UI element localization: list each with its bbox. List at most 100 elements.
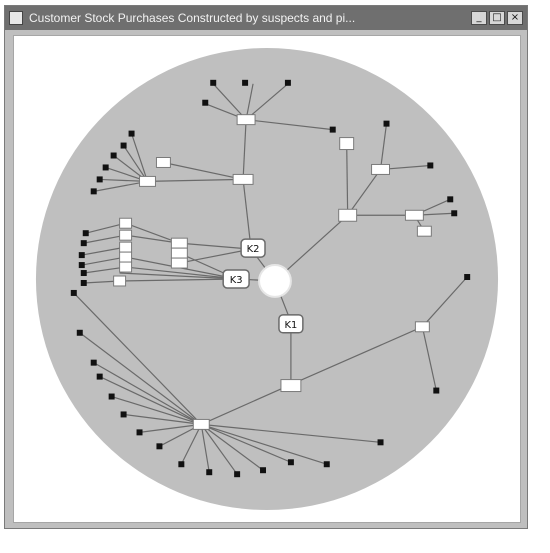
minimize-button[interactable]: _	[471, 11, 487, 25]
node[interactable]	[120, 142, 127, 149]
node[interactable]	[90, 359, 97, 366]
node[interactable]	[119, 261, 133, 273]
node[interactable]	[120, 411, 127, 418]
node[interactable]	[371, 163, 390, 175]
app-window: Customer Stock Purchases Constructed by …	[4, 5, 528, 529]
edge	[201, 423, 381, 443]
node[interactable]	[113, 275, 127, 287]
node[interactable]	[414, 321, 430, 333]
node[interactable]	[170, 237, 188, 249]
node[interactable]	[136, 429, 143, 436]
edge	[125, 266, 238, 280]
node[interactable]	[242, 79, 249, 86]
edge	[201, 423, 327, 465]
node[interactable]	[416, 225, 432, 237]
node[interactable]	[339, 137, 355, 151]
node[interactable]	[433, 387, 440, 394]
graph-canvas[interactable]: K2 K3 K1	[13, 35, 521, 523]
node[interactable]	[80, 240, 87, 247]
node[interactable]	[80, 279, 87, 286]
node[interactable]	[287, 459, 294, 466]
node[interactable]	[338, 208, 358, 222]
node[interactable]	[170, 247, 188, 259]
hub-node[interactable]	[258, 264, 292, 298]
node[interactable]	[206, 469, 213, 476]
edge	[245, 83, 289, 121]
edge	[179, 248, 252, 264]
edge	[421, 276, 468, 328]
node[interactable]	[260, 467, 267, 474]
node[interactable]	[427, 162, 434, 169]
node[interactable]	[70, 289, 77, 296]
network-graph[interactable]: K2 K3 K1	[14, 36, 520, 522]
node[interactable]	[280, 379, 302, 393]
node[interactable]	[383, 120, 390, 127]
node[interactable]	[128, 130, 135, 137]
node[interactable]	[404, 209, 424, 221]
node[interactable]	[102, 164, 109, 171]
nodes[interactable]: K2 K3 K1	[70, 79, 471, 478]
node-k1[interactable]: K1	[278, 314, 304, 334]
edge	[212, 83, 247, 121]
node[interactable]	[234, 471, 241, 478]
node[interactable]	[178, 461, 185, 468]
edge	[119, 278, 238, 282]
edge	[111, 395, 202, 425]
node[interactable]	[119, 251, 133, 263]
node[interactable]	[80, 270, 87, 277]
node[interactable]	[78, 262, 85, 269]
maximize-button[interactable]: □	[489, 11, 505, 25]
node[interactable]	[156, 443, 163, 450]
edges	[73, 83, 468, 475]
edge	[125, 234, 180, 244]
node[interactable]	[329, 126, 336, 133]
close-button[interactable]: ×	[507, 11, 523, 25]
node-k3[interactable]: K3	[222, 269, 250, 289]
node[interactable]	[108, 393, 115, 400]
edge	[93, 180, 148, 192]
node[interactable]	[82, 230, 89, 237]
node[interactable]	[139, 175, 156, 187]
node[interactable]	[155, 157, 171, 168]
edge	[125, 222, 180, 244]
node-k2[interactable]: K2	[240, 238, 266, 258]
node[interactable]	[377, 439, 384, 446]
edge	[201, 423, 292, 463]
edge	[147, 178, 244, 182]
node[interactable]	[202, 99, 209, 106]
edge	[73, 292, 202, 425]
node[interactable]	[76, 329, 83, 336]
node[interactable]	[210, 79, 217, 86]
edge	[130, 133, 149, 182]
edge	[93, 362, 202, 425]
node[interactable]	[323, 461, 330, 468]
edge	[81, 256, 126, 266]
title-bar[interactable]: Customer Stock Purchases Constructed by …	[5, 6, 527, 30]
node[interactable]	[119, 241, 133, 253]
edge	[379, 123, 388, 170]
node[interactable]	[464, 274, 471, 280]
edge	[119, 272, 238, 280]
node[interactable]	[90, 188, 97, 195]
node[interactable]	[170, 257, 188, 269]
node[interactable]	[119, 229, 133, 241]
node[interactable]	[192, 418, 210, 430]
node[interactable]	[232, 173, 254, 185]
app-icon	[9, 11, 23, 25]
node[interactable]	[78, 252, 85, 259]
node[interactable]	[451, 210, 458, 217]
window-title: Customer Stock Purchases Constructed by …	[29, 11, 356, 25]
node[interactable]	[110, 152, 117, 159]
edge	[123, 413, 202, 425]
node[interactable]	[447, 196, 454, 203]
edge	[83, 266, 126, 274]
node[interactable]	[96, 373, 103, 380]
node[interactable]	[284, 79, 291, 86]
node[interactable]	[96, 176, 103, 183]
node-k1-label: K1	[284, 320, 297, 331]
edge	[346, 142, 349, 216]
node[interactable]	[119, 217, 133, 229]
edge	[200, 423, 264, 471]
node[interactable]	[236, 114, 256, 126]
edge	[83, 234, 126, 244]
